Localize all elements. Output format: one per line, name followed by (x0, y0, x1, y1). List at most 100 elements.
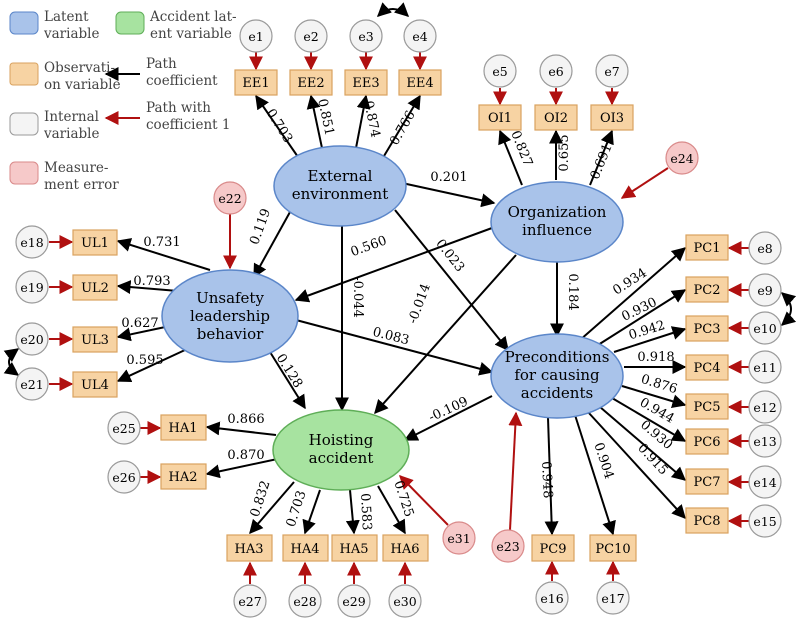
path-org-unsafe (294, 227, 493, 303)
label-e7: e7 (604, 64, 619, 79)
coef-ul3: 0.627 (121, 316, 158, 331)
circle-e27 (233, 584, 267, 618)
label-e30: e30 (393, 594, 416, 609)
latent-unsafety-line-3: behavior (197, 325, 264, 343)
coef-oi3: 0.691 (588, 142, 616, 182)
coef-pc4: 0.918 (637, 350, 674, 365)
legend-path-label-2: coefficient (146, 73, 218, 89)
load-pc6 (611, 397, 687, 442)
latent-preconditions-line-2: for causing (514, 366, 600, 384)
box-ha5 (331, 534, 378, 562)
circle-e16 (535, 581, 569, 615)
circle-e30 (388, 584, 422, 618)
circle-e15 (748, 504, 782, 538)
box-pc10 (589, 534, 637, 562)
label-ul1: UL1 (81, 236, 109, 251)
structural-paths (253, 182, 564, 441)
box-pc4 (685, 354, 729, 381)
coef-oi1: 0.827 (507, 129, 535, 169)
load-ha5 (345, 489, 360, 535)
path-unsafe-pre (295, 319, 494, 376)
circle-e12 (748, 390, 782, 424)
label-e31: e31 (447, 531, 470, 546)
latent-organization-line-2: influence (522, 221, 592, 239)
latent-preconditions-line-3: accidents (521, 384, 593, 402)
label-e10: e10 (753, 321, 776, 336)
latent-preconditions-line-1: Preconditions (505, 348, 610, 366)
coef-ul2: 0.793 (133, 274, 170, 289)
latent-hoisting-accident: Hoisting accident (272, 409, 410, 491)
label-e20: e20 (20, 332, 43, 347)
box-ee3 (344, 69, 388, 96)
load-pc9 (544, 417, 559, 536)
label-e11: e11 (753, 360, 776, 375)
latent-preconditions: Preconditions for causing accidents (490, 333, 624, 419)
coef-ha1: 0.866 (227, 412, 264, 427)
label-e6: e6 (548, 64, 563, 79)
circle-e28 (288, 584, 322, 618)
coef-oi2: 0.655 (557, 134, 572, 171)
load-ha6 (377, 485, 406, 535)
box-ul2 (72, 274, 118, 301)
label-pc8: PC8 (694, 514, 721, 529)
label-pc10: PC10 (595, 542, 630, 557)
load-ha4 (302, 489, 321, 535)
label-ee3: EE3 (352, 76, 379, 91)
label-e16: e16 (540, 591, 563, 606)
circle-e23 (491, 529, 525, 563)
box-oi2 (534, 104, 578, 131)
coef-ha3: 0.832 (248, 479, 274, 519)
load-ul3 (116, 325, 171, 342)
latent-hoisting-line-2: accident (309, 449, 374, 467)
box-ee2 (289, 69, 333, 96)
label-ha1: HA1 (169, 421, 198, 436)
legend-measurement-label-1: Measure- (44, 160, 109, 176)
box-pc2 (685, 276, 729, 303)
circle-e24 (665, 141, 699, 175)
circle-e25 (107, 411, 141, 445)
box-pc3 (685, 315, 729, 342)
coef-ext-unsafe: 0.119 (247, 207, 274, 247)
circle-e7 (595, 54, 629, 88)
legend-path-one-label-2: coefficient 1 (146, 117, 230, 133)
legend-accident-label-2: ent variable (150, 26, 232, 42)
label-e18: e18 (20, 235, 43, 250)
label-oi2: OI2 (544, 111, 568, 126)
label-pc7: PC7 (694, 475, 721, 490)
label-e1: e1 (248, 29, 263, 44)
latent-unsafety-line-2: leadership (190, 307, 270, 325)
coef-ext-pre: 0.023 (432, 237, 467, 276)
coef-pc9: 0.948 (538, 461, 555, 499)
coef-ha5: 0.583 (357, 493, 374, 531)
coef-pre-hoist: -0.109 (426, 394, 470, 425)
legend-accident-label-1: Accident lat- (149, 9, 237, 25)
label-e21: e21 (20, 377, 43, 392)
load-ee3 (355, 94, 371, 149)
load-pc2 (597, 289, 687, 346)
latent-unsafety-line-1: Unsafety (196, 289, 264, 307)
box-ha4 (282, 534, 329, 562)
latent-external-line-2: environment (292, 185, 388, 203)
measurement-error-circles (213, 141, 699, 563)
label-e4: e4 (412, 29, 427, 44)
load-oi1 (498, 129, 523, 186)
path-pre-hoist (403, 395, 493, 441)
label-pc3: PC3 (694, 322, 721, 337)
label-e17: e17 (601, 591, 624, 606)
legend-latent-swatch (9, 11, 39, 35)
circle-e13 (748, 424, 782, 458)
err-path-e31 (399, 474, 449, 526)
legend-latent-label-2: variable (43, 26, 99, 42)
legend: Latent variable Accident lat- ent variab… (9, 9, 237, 193)
label-e19: e19 (20, 280, 43, 295)
box-pc9 (531, 534, 575, 562)
label-ee4: EE4 (406, 76, 433, 91)
label-e24: e24 (670, 151, 693, 166)
box-ul4 (72, 371, 118, 398)
label-pc6: PC6 (694, 435, 721, 450)
latent-organization-influence: Organization influence (490, 181, 624, 263)
observed-labels: EE1 EE2 EE3 EE4 OI1 OI2 OI3 UL1 UL2 UL3 … (81, 76, 720, 557)
label-e25: e25 (112, 421, 135, 436)
err-path-e24 (620, 167, 669, 199)
coef-ext-org: 0.201 (430, 170, 467, 185)
